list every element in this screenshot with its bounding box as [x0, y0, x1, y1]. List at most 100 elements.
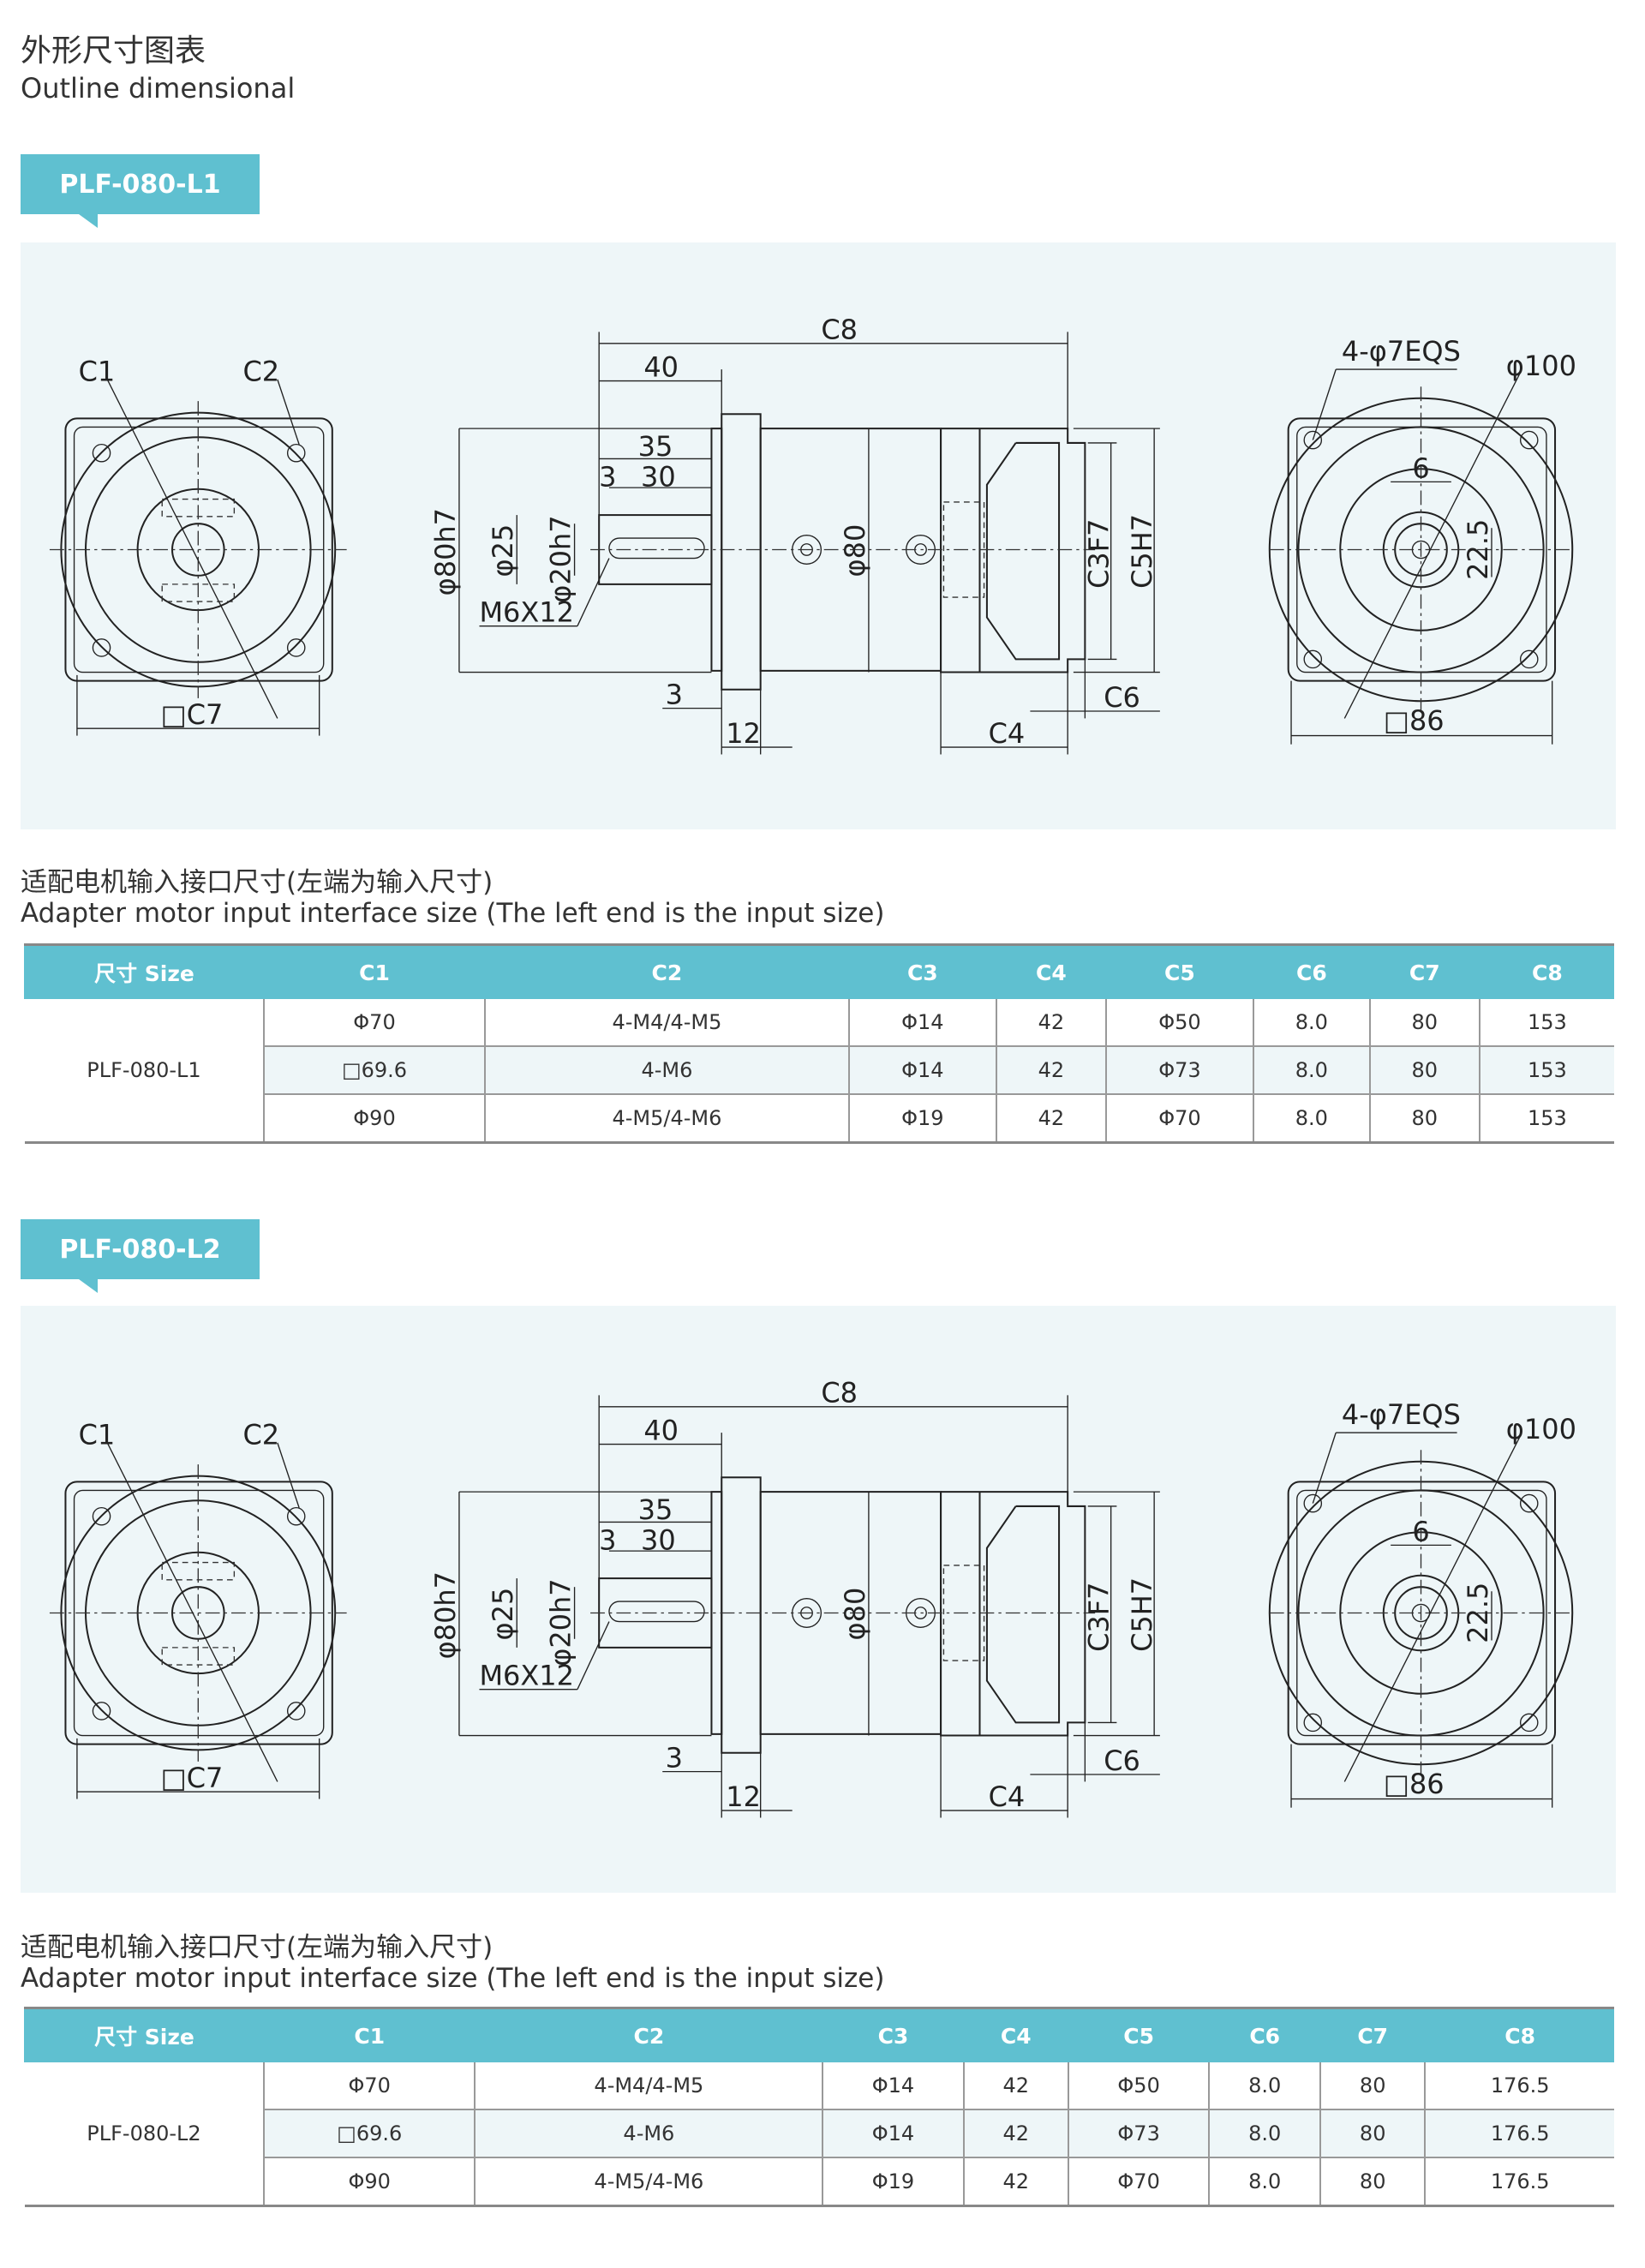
table-caption-en: Adapter motor input interface size (The …: [21, 898, 885, 929]
cell-c1: Φ90: [262, 1094, 486, 1144]
label-phi80: φ80: [839, 1588, 871, 1641]
label-phi100: φ100: [1506, 1413, 1576, 1445]
cell-c8: 153: [1478, 1046, 1614, 1095]
label-c8: C8: [821, 1377, 858, 1409]
label-c7: □C7: [161, 698, 224, 731]
side-view: C8 40 35 30 3 φ80h7 φ25 φ20h7 M6X12 φ80 …: [429, 1377, 1160, 1818]
label-35: 35: [638, 1493, 673, 1526]
model-tag: PLF-080-L1: [21, 154, 260, 228]
cell-c3: Φ14: [822, 2062, 964, 2110]
cell-c2: 4-M5/4-M6: [484, 1094, 849, 1144]
output-end-view: 4-φ7EQS φ100 6 22.5 □86: [1268, 335, 1576, 745]
cell-c8: 176.5: [1424, 2157, 1614, 2207]
header-c1: C1: [262, 944, 486, 999]
header-c5: C5: [1104, 944, 1253, 999]
header-c7: C7: [1368, 944, 1480, 999]
label-c7: □C7: [161, 1762, 224, 1794]
cell-c1: Φ70: [262, 999, 486, 1047]
header-c2: C2: [474, 2008, 823, 2062]
header-size: 尺寸 Size: [24, 2008, 264, 2062]
label-phi20h7: φ20h7: [545, 1578, 577, 1666]
header-c1: C1: [262, 2008, 476, 2062]
label-phi25: φ25: [487, 1588, 519, 1641]
label-c3f7: C3F7: [1082, 1583, 1115, 1652]
label-6: 6: [1412, 1515, 1429, 1547]
header-c4: C4: [995, 944, 1106, 999]
label-3: 3: [666, 1742, 683, 1774]
drawing-panel: C1 C2 □C7 C8 40 35 30 3 φ80h7: [21, 1306, 1616, 1893]
label-sq86: □86: [1384, 704, 1445, 737]
input-end-view: C1 C2 □C7: [49, 356, 347, 736]
cell-c7: 80: [1368, 1094, 1480, 1144]
cell-c6: 8.0: [1252, 999, 1370, 1047]
label-30: 30: [641, 1523, 676, 1556]
label-c2: C2: [242, 356, 279, 388]
label-3: 3: [666, 679, 683, 711]
cell-c1: □69.6: [262, 2109, 476, 2158]
label-c4: C4: [989, 717, 1026, 750]
header-c4: C4: [962, 2008, 1068, 2062]
cell-c7: 80: [1368, 1046, 1480, 1095]
cell-c6: 8.0: [1252, 1046, 1370, 1095]
outline-drawing: C1 C2 □C7 C8 40 35 30 3 φ80h7: [49, 314, 1576, 755]
cell-c4: 42: [962, 2157, 1068, 2207]
label-phi100: φ100: [1506, 350, 1576, 382]
cell-c5: Φ70: [1104, 1094, 1253, 1144]
label-c6: C6: [1104, 681, 1140, 714]
cell-c7: 80: [1319, 2062, 1426, 2110]
cell-c4: 42: [962, 2109, 1068, 2158]
label-30: 30: [641, 460, 676, 493]
label-m6x12: M6X12: [479, 1660, 574, 1692]
label-40: 40: [643, 351, 679, 384]
cell-c5: Φ50: [1104, 999, 1253, 1047]
cell-c7: 80: [1319, 2157, 1426, 2207]
label-c3f7: C3F7: [1082, 519, 1115, 589]
label-3-shaft: 3: [599, 1523, 616, 1556]
cell-c6: 8.0: [1252, 1094, 1370, 1144]
table-caption-cn: 适配电机输入接口尺寸(左端为输入尺寸): [21, 867, 494, 898]
table-header-row: 尺寸 Size C1 C2 C3 C4 C5 C6 C7 C8: [24, 2008, 1614, 2062]
label-12: 12: [726, 717, 761, 750]
model-cell: PLF-080-L2: [25, 2062, 264, 2207]
page-title-en: Outline dimensional: [21, 72, 296, 105]
label-c5h7: C5H7: [1126, 514, 1158, 589]
label-22-5: 22.5: [1462, 519, 1494, 580]
cell-c5: Φ70: [1067, 2157, 1210, 2207]
cell-c3: Φ19: [822, 2157, 964, 2207]
cell-c2: 4-M6: [474, 2109, 823, 2158]
cell-c3: Φ14: [822, 2109, 964, 2158]
table-caption-en: Adapter motor input interface size (The …: [21, 1963, 885, 1994]
cell-c3: Φ14: [847, 999, 996, 1047]
table-header-row: 尺寸 Size C1 C2 C3 C4 C5 C6 C7 C8: [24, 944, 1614, 999]
cell-c7: 80: [1319, 2109, 1426, 2158]
label-phi80: φ80: [839, 524, 871, 577]
input-end-view: C1 C2 □C7: [49, 1419, 347, 1799]
label-6: 6: [1412, 452, 1429, 484]
cell-c4: 42: [962, 2062, 1068, 2110]
header-c6: C6: [1252, 944, 1370, 999]
header-c7: C7: [1319, 2008, 1426, 2062]
cell-c8: 176.5: [1424, 2062, 1614, 2110]
drawing-panel: C1 C2 □C7 C8 40 35 30 3 φ80h7: [21, 242, 1616, 829]
cell-c4: 42: [995, 1094, 1106, 1144]
page-title-cn: 外形尺寸图表: [21, 33, 206, 69]
label-c1: C1: [79, 1419, 116, 1451]
label-phi25: φ25: [487, 524, 519, 577]
cell-c8: 153: [1478, 1094, 1614, 1144]
cell-c1: Φ90: [262, 2157, 476, 2207]
label-c4: C4: [989, 1780, 1026, 1813]
adapter-size-table: 尺寸 Size C1 C2 C3 C4 C5 C6 C7 C8 PLF-080-…: [24, 943, 1614, 1144]
model-cell: PLF-080-L1: [25, 999, 264, 1144]
header-c2: C2: [484, 944, 849, 999]
model-tag: PLF-080-L2: [21, 1219, 260, 1293]
cell-c2: 4-M4/4-M5: [484, 999, 849, 1047]
output-end-view: 4-φ7EQS φ100 6 22.5 □86: [1268, 1398, 1576, 1808]
cell-c5: Φ73: [1067, 2109, 1210, 2158]
header-c8: C8: [1478, 944, 1614, 999]
label-phi20h7: φ20h7: [545, 515, 577, 602]
label-40: 40: [643, 1415, 679, 1447]
